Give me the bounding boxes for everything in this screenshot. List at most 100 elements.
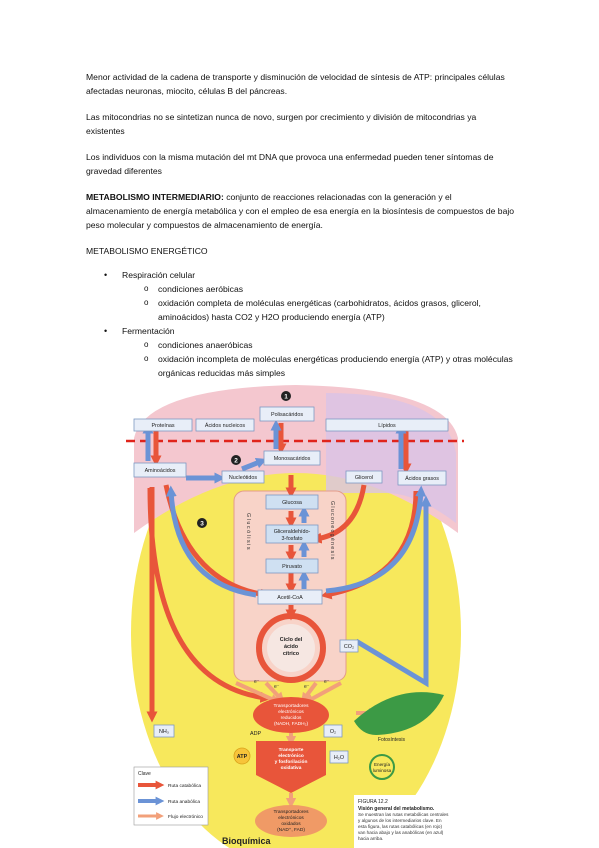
electron-transport-chain-label: oxidativa <box>281 765 302 771</box>
electron-labels: e⁻ e⁻ e⁻ e⁻ <box>254 679 330 690</box>
transporters-reduced-label: reducidos <box>281 715 302 721</box>
caption-line: hacia arriba. <box>358 836 383 841</box>
light-energy-icon <box>369 754 395 780</box>
electron-transport-chain-shape <box>256 741 326 793</box>
legend-anabolic-label: Ruta anabólica <box>168 799 200 805</box>
atp-label: ATP <box>237 754 248 760</box>
electron-flow-arrows <box>235 681 380 809</box>
transporters-oxidized-label: oxidados <box>281 821 301 827</box>
electron-transport-chain: Transporte electrónico y fosforilación o… <box>256 741 326 793</box>
transporters-reduced-label: electrónicos <box>278 709 304 715</box>
anabolic-arrows <box>142 419 432 688</box>
respiration-sublist: condiciones aeróbicas oxidación completa… <box>122 282 516 324</box>
transporters-reduced-shape <box>253 697 329 733</box>
box-acidos-grasos <box>397 470 447 486</box>
electron-label: e⁻ <box>304 684 310 690</box>
caption-subtitle: Visión general del metabolismo. <box>358 806 435 812</box>
light-energy-label-2: luminosa <box>373 768 392 773</box>
marker-1 <box>281 391 291 401</box>
box-acidos-nucleicos <box>195 418 255 432</box>
transporters-reduced-label: (NADH, FADH₂) <box>274 721 309 727</box>
box-lipidos-label: Lípidos <box>378 423 396 429</box>
list-item-fermentation: Fermentación condiciones anaeróbicas oxi… <box>86 324 516 380</box>
citric-acid-cycle: Ciclo del ácido cítrico <box>256 613 326 683</box>
energy-metabolism-list: Respiración celular condiciones aeróbica… <box>86 268 516 380</box>
box-nh3 <box>153 724 175 738</box>
list-item: oxidación incompleta de moléculas energé… <box>122 352 516 380</box>
legend: Clave Ruta catabólica Ruta anabólica Flu… <box>133 766 209 826</box>
electron-transport-chain-label: y fosforilación <box>275 759 308 765</box>
box-gliceraldehido <box>265 524 319 544</box>
box-aminoacidos-label: Aminoácidos <box>145 468 176 474</box>
caption-line: esta figura, las rutas catabólicas (en r… <box>358 824 442 829</box>
electron-transport-chain-label: electrónico <box>278 753 304 759</box>
term-intermediary-metabolism: METABOLISMO INTERMEDIARIO: <box>86 192 224 202</box>
citric-cycle-label-2: ácido <box>284 644 299 650</box>
marker-2-label: 2 <box>234 458 238 465</box>
box-gliceraldehido-label-2: 3-fosfato <box>282 536 303 542</box>
caption-box <box>354 795 464 848</box>
box-glucosa <box>265 494 319 510</box>
box-acidos-nucleicos-label: Ácidos nucleicos <box>205 422 245 429</box>
glycolysis-label: Glucólisis <box>245 513 251 551</box>
list-item: condiciones anaeróbicas <box>122 338 516 352</box>
caption-line: van hacia abajo y las anabólicas (en azu… <box>358 830 444 835</box>
electron-label: e⁻ <box>324 679 330 685</box>
list-item: condiciones aeróbicas <box>122 282 516 296</box>
definition-intermediary-metabolism: conjunto de reacciones relacionadas con … <box>86 192 515 230</box>
transporters-oxidized-label: electrónicos <box>278 815 304 821</box>
list-item-label: Respiración celular <box>122 270 196 280</box>
atp-burst <box>233 747 251 765</box>
list-item-label: Fermentación <box>122 326 175 336</box>
leaf-icon <box>354 692 444 735</box>
transporters-oxidized-label: (NAD⁺, FAD) <box>277 827 305 833</box>
box-gliceraldehido-label: Gliceraldehído- <box>274 529 311 535</box>
metabolism-overview-figure: 1 2 3 Proteínas Ácidos nucleicos Polisac… <box>126 383 464 848</box>
photosynthesis: Fotosíntesis Energía luminosa <box>354 692 444 780</box>
markers: 1 2 3 <box>197 391 291 528</box>
adp-label: ADP <box>250 731 261 737</box>
box-aminoacidos <box>133 462 187 478</box>
box-glicerol <box>345 470 383 484</box>
citric-cycle-label-1: Ciclo del <box>280 637 303 643</box>
legend-title: Clave <box>138 771 151 777</box>
box-monosacaridos-label: Monosacáridos <box>274 456 311 462</box>
box-co2-label: CO₂ <box>344 644 354 650</box>
box-o2 <box>323 724 343 738</box>
transporters-reduced: Transportadores electrónicos reducidos (… <box>253 697 329 733</box>
paragraph-mitochondria-origin: Las mitocondrias no se sintetizan nunca … <box>86 112 477 136</box>
box-lipidos <box>325 418 449 432</box>
paragraph-mtdna-mutation: Los individuos con la misma mutación del… <box>86 152 494 176</box>
box-nh3-label: NH₃ <box>159 729 169 735</box>
box-proteinas-label: Proteínas <box>151 423 174 429</box>
box-acetil-coa-label: Acetil-CoA <box>277 595 303 601</box>
compound-boxes: Proteínas Ácidos nucleicos Polisacáridos… <box>133 406 449 764</box>
figure-caption: FIGURA 12.2 Visión general del metabolis… <box>354 795 464 848</box>
electron-transport-chain-label: Transporte <box>279 747 304 753</box>
caption-line: Se muestran las rutas metabólicas centra… <box>358 812 449 817</box>
fermentation-sublist: condiciones anaeróbicas oxidación incomp… <box>122 338 516 380</box>
paragraph-mitochondrial-activity: Menor actividad de la cadena de transpor… <box>86 72 505 96</box>
box-glicerol-label: Glicerol <box>355 475 373 481</box>
paragraph-intermediary-metabolism: METABOLISMO INTERMEDIARIO: conjunto de r… <box>86 190 516 232</box>
heading-energy-metabolism: METABOLISMO ENERGÉTICO <box>86 246 208 256</box>
transporters-oxidized-shape <box>255 805 327 837</box>
box-monosacaridos <box>263 450 321 466</box>
citric-cycle-center <box>267 624 315 672</box>
citric-cycle-ring <box>256 613 326 683</box>
box-acetil-coa <box>257 589 323 605</box>
box-co2 <box>339 639 359 653</box>
caption-line: y algunos de los intermediarios clave. E… <box>358 818 442 823</box>
text-column: Menor actividad de la cadena de transpor… <box>86 70 516 380</box>
electron-label: e⁻ <box>274 684 280 690</box>
box-glucosa-label: Glucosa <box>282 500 302 506</box>
electron-label: e⁻ <box>254 679 260 685</box>
citric-cycle-label-3: cítrico <box>283 651 300 657</box>
marker-1-label: 1 <box>284 394 288 401</box>
marker-3 <box>197 518 207 528</box>
box-piruvato <box>265 558 319 574</box>
box-polisacaridos-label: Polisacáridos <box>271 412 303 418</box>
marker-2 <box>231 455 241 465</box>
caption-title: FIGURA 12.2 <box>358 799 388 805</box>
